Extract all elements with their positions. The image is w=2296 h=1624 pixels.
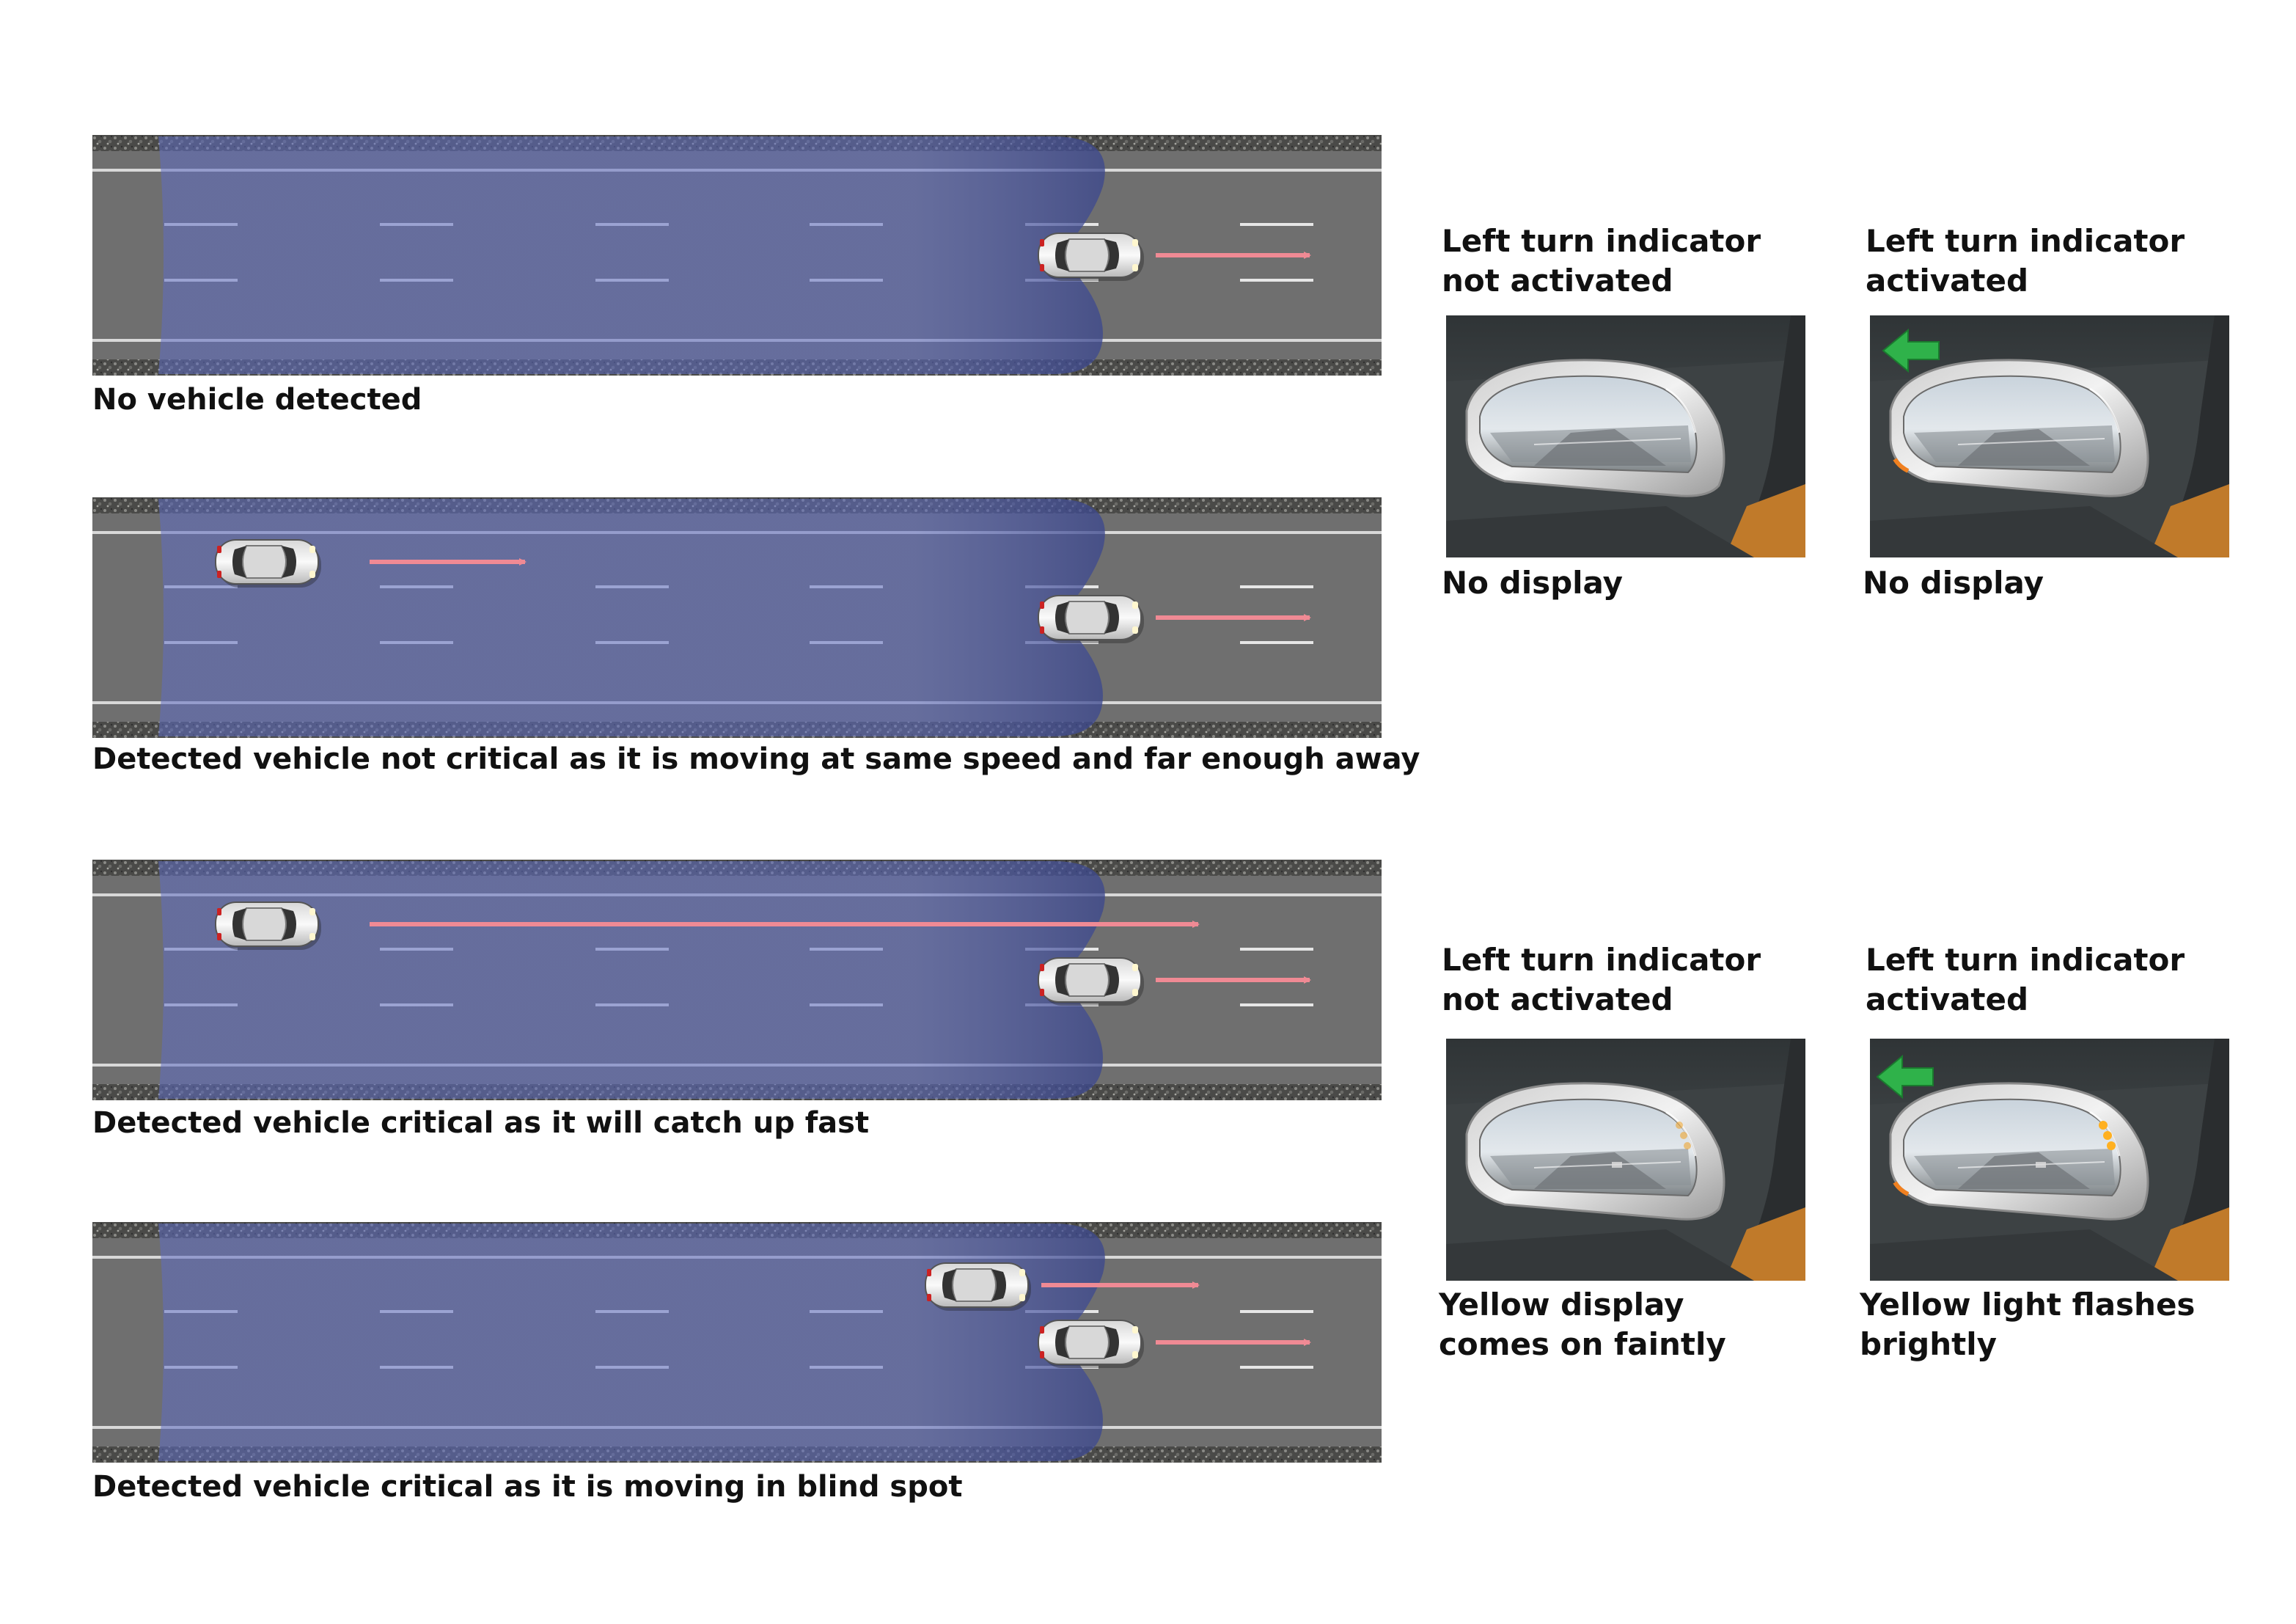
side-mirror-image	[1870, 315, 2229, 557]
road-diagram	[92, 497, 1382, 738]
mirror-panel-indicator-on: Left turn indicator activated No display	[1863, 222, 2229, 601]
side-mirror-image	[1446, 315, 1805, 557]
panel-title: Left turn indicator activated	[1866, 942, 2185, 1017]
yellow-warning-leds	[1676, 1122, 1691, 1149]
scenario-caption: Detected vehicle critical as it is movin…	[92, 1470, 963, 1504]
road-diagram	[92, 135, 1382, 376]
overtaking-car	[215, 539, 322, 588]
road-diagram	[92, 860, 1382, 1100]
own-car	[1038, 957, 1145, 1006]
mirror-turn-signal	[1893, 1181, 1910, 1196]
road-diagram	[92, 1222, 1382, 1463]
scenario-catch-up: Detected vehicle critical as it will cat…	[92, 860, 1382, 1140]
yellow-warning-leds	[2099, 1121, 2116, 1150]
mirror-panel-indicator-on-warning: Left turn indicator activated Yellow lig…	[1860, 940, 2229, 1362]
panel-title: Left turn indicator not activated	[1442, 942, 1761, 1017]
panel-title: Left turn indicator not activated	[1442, 223, 1761, 299]
panel-status: No display	[1442, 565, 1623, 601]
panel-status: No display	[1863, 565, 2044, 601]
overtaking-car	[215, 901, 322, 951]
own-car	[1038, 233, 1145, 282]
green-turn-arrow-icon	[1876, 1054, 1934, 1100]
scenario-blind-spot: Detected vehicle critical as it is movin…	[92, 1222, 1382, 1504]
scenario-no-vehicle: No vehicle detected	[92, 135, 1382, 417]
own-car	[1038, 1320, 1145, 1369]
side-mirror-image	[1446, 1039, 1805, 1281]
scenario-caption: No vehicle detected	[92, 383, 422, 417]
panel-status: Yellow display comes on faintly	[1439, 1287, 1726, 1362]
mirror-panel-indicator-off-warning: Left turn indicator not activated Yellow…	[1439, 940, 1805, 1362]
scenario-not-critical: Detected vehicle not critical as it is m…	[92, 497, 1420, 776]
scenario-caption: Detected vehicle critical as it will cat…	[92, 1106, 870, 1140]
panel-status: Yellow light flashes brightly	[1860, 1287, 2196, 1362]
green-turn-arrow-icon	[1882, 328, 1940, 373]
panel-title: Left turn indicator activated	[1866, 223, 2185, 299]
own-car	[1038, 595, 1145, 644]
scenario-caption: Detected vehicle not critical as it is m…	[92, 742, 1420, 776]
mirror-panel-indicator-off: Left turn indicator not activated No dis…	[1442, 222, 1805, 601]
overtaking-car	[925, 1262, 1032, 1312]
side-mirror-image	[1870, 1039, 2229, 1281]
mirror-turn-signal	[1893, 458, 1910, 473]
